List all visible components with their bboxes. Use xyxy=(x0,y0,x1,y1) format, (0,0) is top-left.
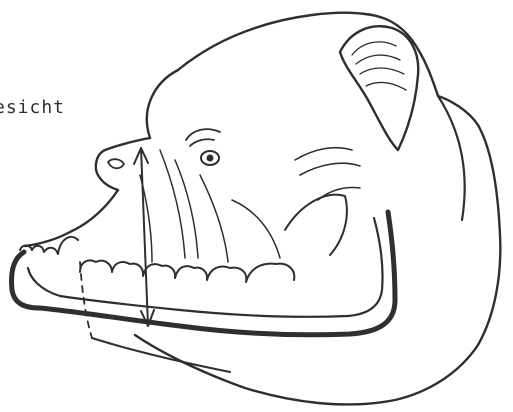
cheek-lines xyxy=(140,150,280,262)
lip-fold xyxy=(285,195,347,255)
forehead-wrinkles xyxy=(295,148,360,200)
nostril xyxy=(108,159,124,168)
ear-shape xyxy=(340,26,418,150)
neck-outline xyxy=(438,96,465,220)
chin-outline xyxy=(92,338,230,372)
snout-outline xyxy=(25,138,150,246)
ear-inner-shading xyxy=(352,42,406,90)
eye-brow xyxy=(186,129,220,146)
upper-teeth xyxy=(20,237,294,282)
eye-pupil xyxy=(207,155,214,162)
head-outline xyxy=(135,13,500,405)
annotation-label: esicht xyxy=(0,97,65,118)
measurement-arrow xyxy=(141,148,148,326)
